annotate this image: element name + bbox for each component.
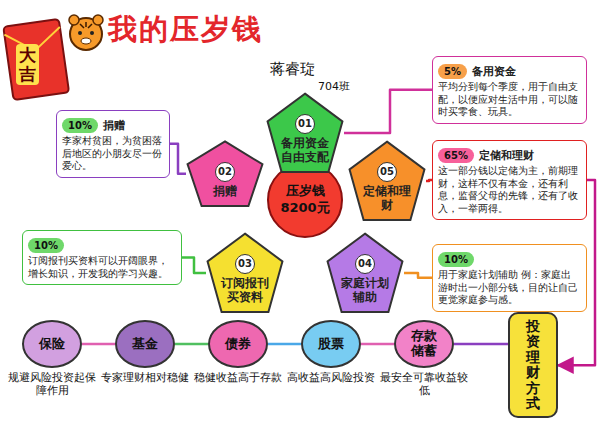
note-body: 订阅报刊买资料可以开阔眼界，增长知识，开发我的学习兴趣。 (28, 255, 176, 280)
center-node: 压岁钱 8200元 (267, 162, 343, 238)
connector (454, 343, 508, 346)
coin-label: 保险 (37, 337, 67, 352)
note-heading: 备用资金 (472, 64, 516, 79)
coin-caption: 专家理财相对稳健 (99, 371, 191, 384)
callout-number: 02 (215, 162, 235, 182)
note-node: 65% 定储和理财这一部分钱以定储为主，前期理财，这样不仅有本金，还有利息，监督父… (432, 140, 587, 220)
connector (182, 258, 206, 273)
coin-node: 保险规避风险投资起保障作用 (22, 320, 82, 368)
coin-label: 股票 (316, 337, 346, 352)
vbox-node: 投资理财方式 (508, 312, 558, 418)
petal-node: 01备用资金自由支配 (266, 92, 344, 174)
note-body: 李家村贫困，为贫困落后地区的小朋友尽一份爱心。 (62, 135, 164, 173)
connector (344, 90, 432, 133)
petal-label: 备用资金自由支配 (277, 136, 333, 165)
coin-caption: 最安全可靠收益较低 (378, 371, 470, 397)
connector (268, 343, 301, 346)
petal-node: 05定储和理财 (348, 140, 426, 222)
tiger-head (69, 15, 103, 50)
petal-label: 定储和理财 (359, 184, 415, 213)
callout-number: 04 (355, 254, 375, 274)
percent-bubble: 10% (438, 252, 474, 267)
coin-caption: 稳健收益高于存款 (192, 371, 284, 384)
petal-label: 家庭计划辅助 (337, 276, 393, 305)
label: 蒋睿琁 (270, 60, 315, 79)
connector (404, 273, 432, 278)
note-node: 5% 备用资金平均分到每个季度，用于自由支配，以便应对生活中用，可以随时买零食、玩… (432, 56, 587, 124)
coin-label: 存款储蓄 (409, 329, 439, 359)
coin-node: 存款储蓄最安全可靠收益较低 (394, 320, 454, 368)
percent-bubble: 5% (438, 64, 467, 79)
coin-label: 基金 (130, 337, 160, 352)
petal-label: 捐赠 (197, 184, 253, 198)
percent-bubble: 65% (438, 148, 474, 163)
callout-number: 05 (377, 162, 397, 182)
connector (82, 343, 115, 346)
label: 704班 (318, 79, 350, 94)
coin-node: 基金专家理财相对稳健 (115, 320, 175, 368)
coin-node: 债券稳健收益高于存款 (208, 320, 268, 368)
note-body: 用于家庭计划辅助 例：家庭出游时出一小部分钱，目的让自己更觉家庭参与感。 (438, 269, 581, 307)
callout-number: 03 (235, 254, 255, 274)
note-body: 平均分到每个季度，用于自由支配，以便应对生活中用，可以随时买零食、玩具。 (438, 81, 581, 119)
connector (361, 343, 394, 346)
title: 我的压岁钱 (108, 10, 263, 50)
center-label: 压岁钱 8200元 (279, 183, 331, 217)
label: 大吉 (16, 44, 39, 85)
note-heading: 捐赠 (103, 118, 125, 133)
note-node: 10% 用于家庭计划辅助 例：家庭出游时出一小部分钱，目的让自己更觉家庭参与感。 (432, 244, 587, 312)
coin-caption: 高收益高风险投资 (285, 371, 377, 384)
percent-bubble: 10% (28, 238, 64, 253)
note-node: 10% 捐赠李家村贫困，为贫困落后地区的小朋友尽一份爱心。 (56, 110, 170, 178)
coin-caption: 规避风险投资起保障作用 (6, 371, 98, 397)
percent-bubble: 10% (62, 118, 98, 133)
note-heading: 定储和理财 (479, 148, 534, 163)
note-node: 10% 订阅报刊买资料可以开阔眼界，增长知识，开发我的学习兴趣。 (22, 230, 182, 285)
petal-node: 03订阅报刊买资料 (206, 232, 284, 314)
petal-node: 04家庭计划辅助 (326, 232, 404, 314)
red-envelope (3, 19, 69, 100)
callout-number: 01 (295, 114, 315, 134)
note-body: 这一部分钱以定储为主，前期理财，这样不仅有本金，还有利息，监督父母的先锋，还有了… (438, 165, 581, 215)
connector (175, 343, 208, 346)
vertical-label: 投资理财方式 (526, 319, 540, 411)
coin-label: 债券 (223, 337, 253, 352)
coin-node: 股票高收益高风险投资 (301, 320, 361, 368)
petal-label: 订阅报刊买资料 (217, 276, 273, 305)
petal-node: 02 捐赠 (186, 140, 264, 207)
connector (170, 144, 186, 174)
